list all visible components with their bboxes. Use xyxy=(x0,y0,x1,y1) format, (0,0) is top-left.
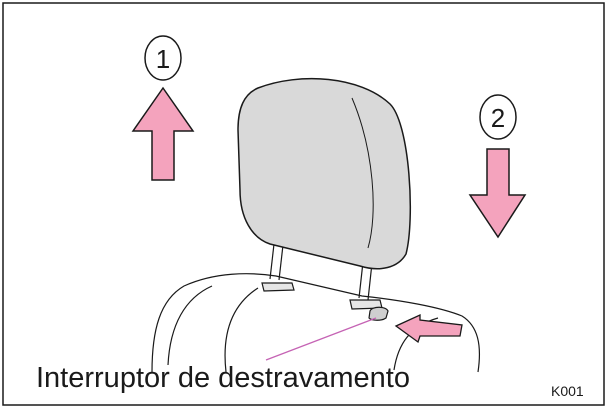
headrest-stays xyxy=(269,243,373,301)
seat-back-seam-right xyxy=(393,317,439,371)
headrest xyxy=(237,77,412,270)
move-up-arrow xyxy=(131,86,195,181)
callout-leader-line xyxy=(265,317,377,361)
seat-back xyxy=(151,273,481,373)
seat-back-seam-left xyxy=(167,285,213,366)
headrest-seam xyxy=(351,97,374,249)
figure-code: K001 xyxy=(551,383,584,399)
step-2-marker: 2 xyxy=(479,94,517,140)
seat-back-seam-middle xyxy=(224,287,259,373)
step-1-number: 1 xyxy=(156,44,170,74)
press-arrow xyxy=(394,313,463,344)
move-down-arrow xyxy=(468,148,527,239)
step-2-circle xyxy=(479,94,517,140)
release-button-label: Interruptor de destravamento xyxy=(36,362,410,394)
release-button xyxy=(368,306,389,321)
step-1-circle xyxy=(144,35,182,81)
seat-back-outline xyxy=(151,273,481,373)
step-2-number: 2 xyxy=(491,103,505,133)
step-1-marker: 1 xyxy=(144,35,182,81)
stay-guide-left xyxy=(261,282,295,292)
